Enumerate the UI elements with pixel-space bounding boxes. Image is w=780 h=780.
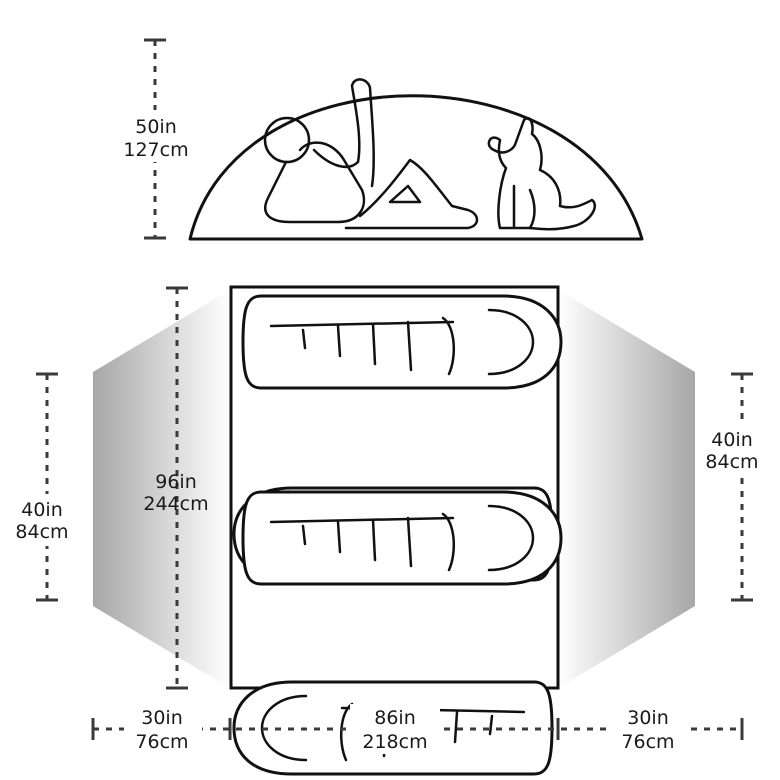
length-imperial-label: 96in bbox=[155, 471, 197, 493]
left-end-imperial-label: 40in bbox=[21, 499, 63, 521]
height-dimension: 50in 127cm bbox=[118, 38, 194, 240]
right-vestibule bbox=[558, 290, 695, 688]
sleeping-bag bbox=[241, 490, 563, 586]
tent-profile bbox=[188, 78, 644, 241]
bottom-dimensions: 30in 76cm 86in 218cm 30in 76cm bbox=[91, 704, 744, 754]
left-end-metric-label: 84cm bbox=[15, 521, 68, 543]
length-dimension: 96in 244cm bbox=[143, 286, 209, 690]
right-end-imperial-label: 40in bbox=[711, 429, 753, 451]
right-end-metric-label: 84cm bbox=[705, 451, 758, 473]
person-lounging-icon bbox=[263, 78, 479, 230]
length-metric-label: 244cm bbox=[143, 493, 208, 515]
bottom-left-imperial-label: 30in bbox=[141, 707, 183, 729]
bottom-right-imperial-label: 30in bbox=[627, 707, 669, 729]
sleeping-bag bbox=[241, 294, 563, 390]
left-vestibule bbox=[93, 290, 230, 688]
right-end-dimension: 40in 84cm bbox=[704, 372, 766, 602]
tent-dome-outline bbox=[188, 94, 644, 241]
dog-sitting-icon bbox=[487, 117, 597, 231]
sleeping-bags bbox=[232, 294, 563, 776]
bottom-center-metric-label: 218cm bbox=[362, 731, 427, 753]
height-imperial-label: 50in bbox=[135, 116, 177, 138]
height-metric-label: 127cm bbox=[123, 139, 188, 161]
bottom-left-metric-label: 76cm bbox=[135, 731, 188, 753]
left-end-dimension: 40in 84cm bbox=[12, 372, 76, 602]
bottom-center-imperial-label: 86in bbox=[374, 707, 416, 729]
bottom-right-metric-label: 76cm bbox=[621, 731, 674, 753]
